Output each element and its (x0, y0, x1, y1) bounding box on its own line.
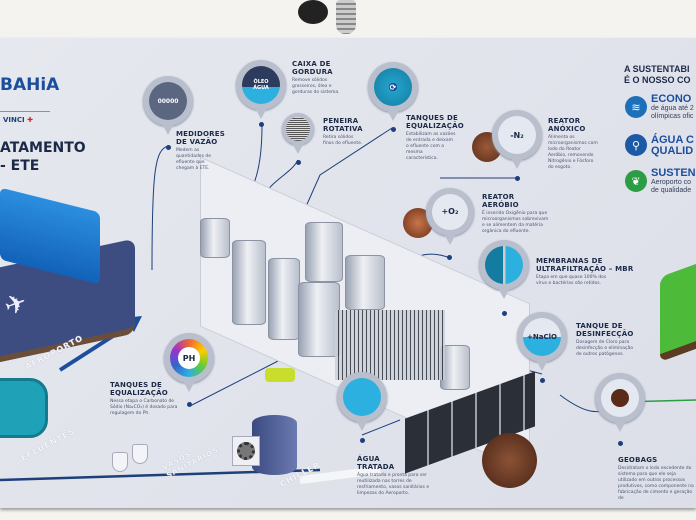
geobag-icon (601, 379, 639, 417)
mixer-pin: ⟳ (368, 62, 418, 121)
nitrogen-pin: -N₂ (492, 110, 542, 169)
security-camera (298, 0, 328, 24)
page-title-line2: - ETE (0, 158, 40, 174)
leaf-icon: ❦ (625, 170, 647, 192)
page-title-line1: ATAMENTO (0, 140, 86, 156)
water-pin (337, 372, 387, 431)
step-dot (391, 127, 396, 132)
wall-lamp (336, 0, 356, 34)
step-dot (360, 438, 365, 443)
tank (305, 222, 343, 282)
brand-title: BAHiA (0, 75, 60, 95)
pumps (265, 368, 295, 382)
step-dot (447, 255, 452, 260)
oxygen-icon: +O₂ (431, 193, 469, 231)
geobag-pin (595, 373, 645, 432)
tank (268, 258, 300, 340)
step-dot (187, 402, 192, 407)
chlorine-pin: +NaClO (517, 312, 567, 371)
flow-meter-icon: 00000 (149, 82, 187, 120)
divider (0, 111, 50, 112)
nitrogen-icon: -N₂ (498, 116, 536, 154)
step-dot (515, 176, 520, 181)
tank (298, 282, 340, 357)
toilets-icon (112, 442, 152, 478)
mixer-icon: ⟳ (374, 68, 412, 106)
flow-meter-pin: 00000 (143, 76, 193, 135)
mbr-module-frame (335, 310, 445, 380)
tank (440, 345, 470, 390)
tank (345, 255, 385, 310)
membrane-pin (479, 240, 529, 299)
membrane-icon (485, 246, 523, 284)
rotary-sieve-pin (282, 113, 314, 154)
oxygen-pin: +O₂ (426, 188, 474, 245)
step-dot (502, 311, 507, 316)
chiller-fan-icon (237, 442, 255, 460)
rotary-sieve-icon (285, 116, 311, 142)
tank (232, 240, 266, 325)
green-platform (660, 258, 696, 363)
ph-wheel-icon: PH (170, 339, 208, 377)
effluent-pool (0, 378, 48, 438)
ph-pin: PH (164, 333, 214, 392)
step-dot (540, 378, 545, 383)
water-icon (343, 378, 381, 416)
chiller-unit (232, 436, 260, 466)
chlorine-icon: +NaClO (523, 318, 561, 356)
sludge-circle (482, 433, 537, 488)
faucet-icon: ⚲ (625, 134, 647, 156)
step-dot (259, 122, 264, 127)
step-dot (296, 160, 301, 165)
tank (200, 218, 230, 258)
vinci-logo: VINCI ✚ (3, 116, 33, 124)
step-dot (166, 145, 171, 150)
pool-icon: ≋ (625, 96, 647, 118)
step-dot (618, 441, 623, 446)
